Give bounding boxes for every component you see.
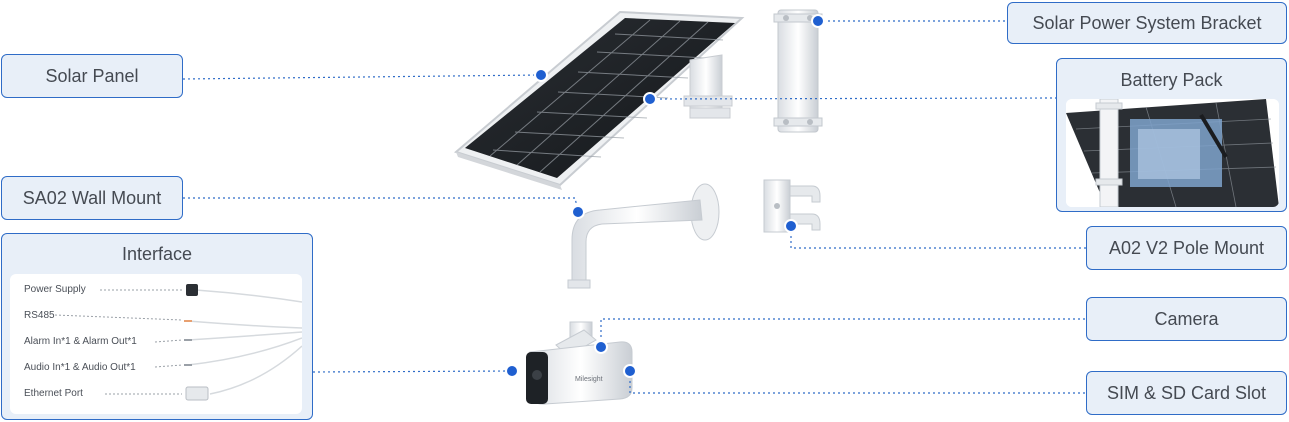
label-bracket-text: Solar Power System Bracket [1032, 12, 1262, 33]
label-pole-mount: A02 V2 Pole Mount [1086, 226, 1287, 270]
camera-brand: Milesight [575, 376, 603, 383]
interface-cables [54, 284, 302, 401]
battery-pack-panel: Battery Pack [1056, 58, 1287, 212]
interface-title: Interface [121, 244, 193, 264]
battery-pack-image [1066, 99, 1279, 207]
label-solar-panel-text: Solar Panel [45, 65, 139, 86]
label-camera-text: Camera [1154, 308, 1219, 329]
solar-panel-image [453, 10, 745, 190]
label-wall-mount-text: SA02 Wall Mount [22, 187, 162, 208]
interface-panel: Interface Power Supply RS4 [1, 233, 313, 420]
wall-mount-image [567, 183, 720, 289]
camera-image: Milesight [526, 321, 633, 405]
label-pole-mount-text: A02 V2 Pole Mount [1108, 237, 1265, 258]
interface-inner: Power Supply RS485 Alarm In*1 & Alarm Ou… [10, 274, 302, 414]
label-camera: Camera [1086, 297, 1287, 341]
interface-row: Alarm In*1 & Alarm Out*1 [24, 336, 137, 347]
label-sim-slot: SIM & SD Card Slot [1086, 371, 1287, 415]
connector-dots [505, 14, 825, 378]
label-sim-slot-text: SIM & SD Card Slot [1106, 382, 1267, 403]
bracket-image [773, 9, 823, 133]
label-solar-panel: Solar Panel [1, 54, 183, 98]
interface-row: RS485 [24, 310, 55, 321]
interface-row: Power Supply [24, 284, 86, 295]
interface-row: Audio In*1 & Audio Out*1 [24, 362, 136, 373]
label-bracket: Solar Power System Bracket [1007, 2, 1287, 44]
battery-pack-title: Battery Pack [1120, 70, 1223, 90]
interface-row: Ethernet Port [24, 388, 83, 399]
label-wall-mount: SA02 Wall Mount [1, 176, 183, 220]
